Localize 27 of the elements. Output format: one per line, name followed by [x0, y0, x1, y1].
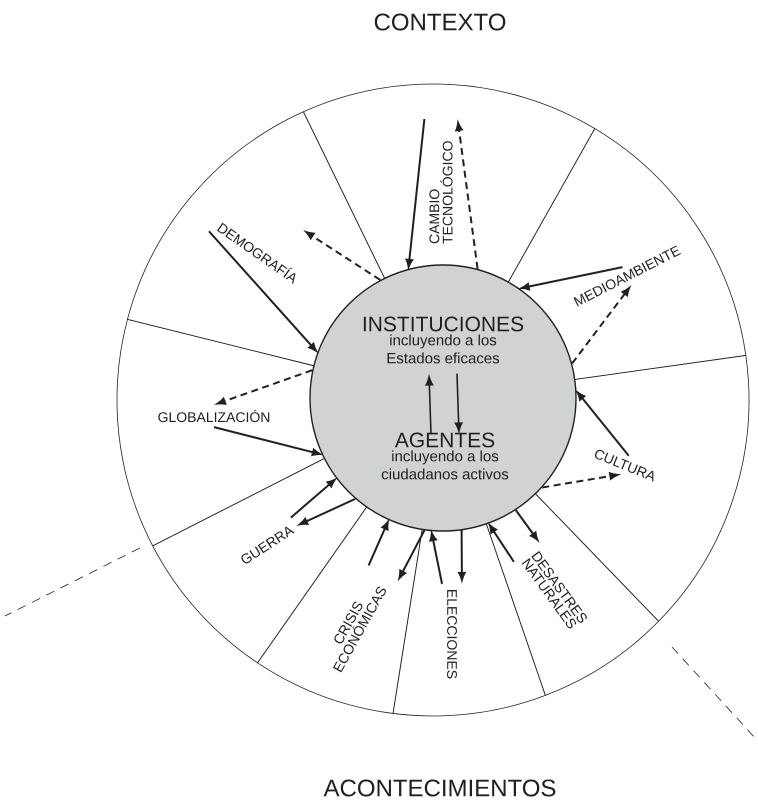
sector-label: ELECCIONES [447, 590, 457, 678]
arrow [398, 530, 426, 579]
arrow [214, 426, 321, 456]
region-title: CONTEXTO [374, 14, 506, 30]
region-title: ACONTECIMIENTOS [324, 780, 556, 796]
arrow [429, 532, 444, 584]
arrow [571, 287, 630, 364]
sector-label: CAMBIO TECNOLÓGICO [429, 141, 453, 244]
arrow [454, 374, 463, 432]
arrow [299, 498, 356, 526]
arrow [305, 231, 381, 281]
arrow [290, 478, 336, 518]
arrow [458, 530, 466, 581]
sector-label: GLOBALIZACIÓN [158, 410, 270, 422]
arrow [368, 521, 389, 566]
arrow [216, 369, 313, 405]
arrow [425, 376, 434, 434]
arrow [576, 392, 630, 456]
circle-heading: AGENTES incluyendo a los ciudadanos activos [382, 432, 508, 480]
arrow [208, 230, 317, 352]
arrow [542, 472, 618, 488]
arrow [406, 118, 426, 268]
circle-heading: INSTITUCIONES incluyendo a los Estados eficaces [364, 316, 524, 364]
arrow [520, 266, 623, 290]
arrow [515, 510, 538, 541]
arrow [455, 122, 479, 269]
arrow [488, 524, 515, 562]
